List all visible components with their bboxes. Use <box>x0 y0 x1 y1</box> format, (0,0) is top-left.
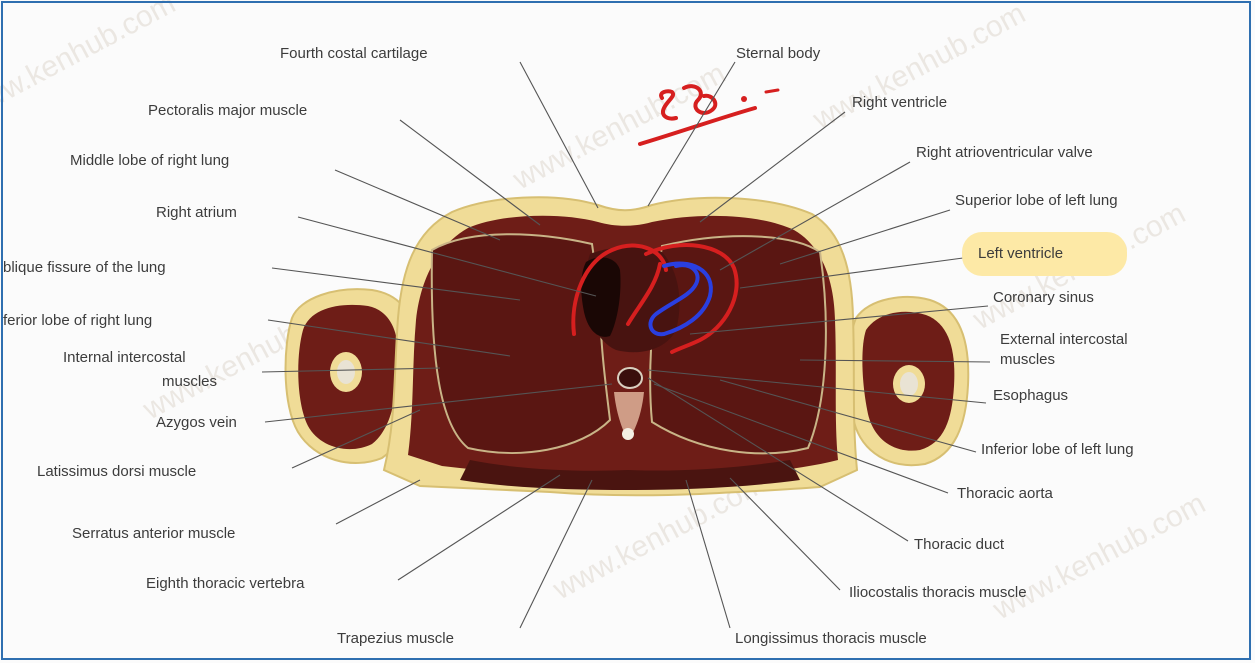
right-arm-section <box>848 297 968 465</box>
label-trapezius-muscle: Trapezius muscle <box>337 630 454 647</box>
label-right-atrium: Right atrium <box>156 204 237 221</box>
label-longissimus-thoracis-muscle: Longissimus thoracis muscle <box>735 630 927 647</box>
label-inferior-lobe-right-lung: ferior lobe of right lung <box>3 312 152 329</box>
label-iliocostalis-thoracis-muscle: Iliocostalis thoracis muscle <box>849 584 1027 601</box>
label-serratus-anterior-muscle: Serratus anterior muscle <box>72 525 235 542</box>
label-thoracic-duct: Thoracic duct <box>914 536 1005 553</box>
label-internal-intercostal: Internal intercostal <box>63 349 186 366</box>
handwriting-dot <box>741 96 747 102</box>
leader-line <box>730 478 840 590</box>
label-external-intercostal: External intercostal <box>1000 331 1128 348</box>
handwritten-text: T8 <box>662 127 664 129</box>
torso-section <box>384 197 857 495</box>
label-fourth-costal-cartilage: Fourth costal cartilage <box>280 45 428 62</box>
label-superior-lobe-left-lung: Superior lobe of left lung <box>955 192 1118 209</box>
leader-line <box>336 480 420 524</box>
label-latissimus-dorsi-muscle: Latissimus dorsi muscle <box>37 463 196 480</box>
label-middle-lobe-right-lung: Middle lobe of right lung <box>70 152 229 169</box>
watermark: www.kenhub.com <box>987 487 1211 627</box>
label-right-atrioventricular-valve: Right atrioventricular valve <box>916 144 1093 161</box>
label-eighth-thoracic-vertebra: Eighth thoracic vertebra <box>146 575 305 592</box>
label-left-ventricle: Left ventricle <box>978 245 1063 262</box>
label-oblique-fissure: blique fissure of the lung <box>3 259 166 276</box>
label-esophagus: Esophagus <box>993 387 1068 404</box>
label-internal-intercostal-2: muscles <box>162 373 217 390</box>
label-azygos-vein: Azygos vein <box>156 414 237 431</box>
label-coronary-sinus: Coronary sinus <box>993 289 1094 306</box>
label-right-ventricle: Right ventricle <box>852 94 947 111</box>
label-sternal-body: Sternal body <box>736 45 821 62</box>
label-external-intercostal-2: muscles <box>1000 351 1055 368</box>
label-inferior-lobe-left-lung: Inferior lobe of left lung <box>981 441 1134 458</box>
leader-line <box>520 480 592 628</box>
handwriting-dash <box>766 90 778 92</box>
label-pectoralis-major-muscle: Pectoralis major muscle <box>148 102 307 119</box>
label-thoracic-aorta: Thoracic aorta <box>957 485 1054 502</box>
leader-line <box>398 475 560 580</box>
watermark: www.kenhub.com <box>807 0 1031 137</box>
